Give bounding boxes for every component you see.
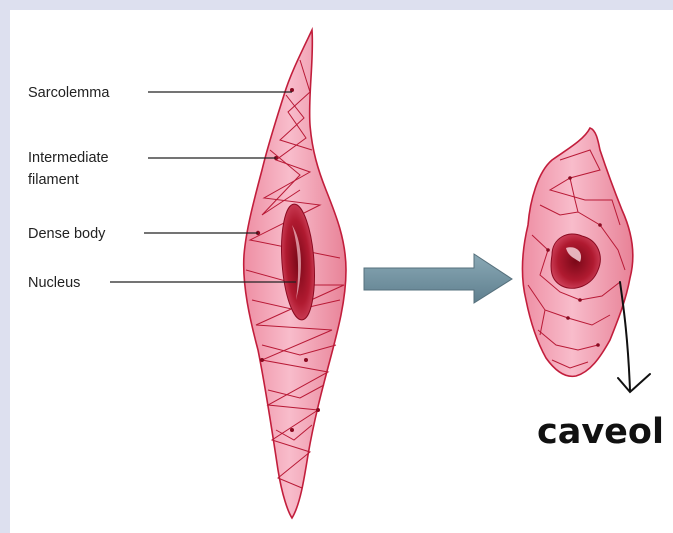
caveol-annotation-label: caveol bbox=[537, 412, 664, 452]
relaxed-cell bbox=[244, 30, 346, 518]
transition-arrow bbox=[364, 254, 512, 303]
label-intermediate-filament-line2: filament bbox=[28, 172, 79, 188]
label-intermediate-filament-line1: Intermediate bbox=[28, 150, 109, 166]
contracted-cell bbox=[522, 128, 632, 376]
caveol-pointer bbox=[618, 282, 650, 392]
label-sarcolemma: Sarcolemma bbox=[28, 85, 110, 101]
label-nucleus: Nucleus bbox=[28, 275, 80, 291]
label-dense-body: Dense body bbox=[28, 226, 106, 242]
